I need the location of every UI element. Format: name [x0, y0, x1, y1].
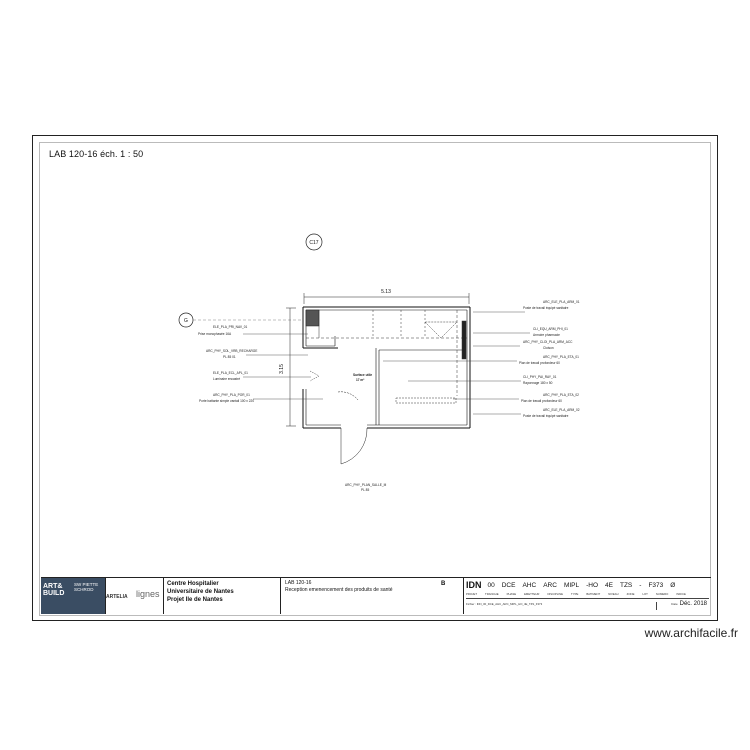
code-c9: -	[639, 581, 642, 589]
right-note-3-code: ARC_PHY_PLA_ETA_01	[543, 355, 579, 359]
artelia-logo: ARTELIA	[106, 594, 128, 600]
room-label-line2: 17 m²	[356, 378, 364, 382]
room-below-line1: ARC_PHY_PLAN_SALLE_M	[345, 483, 387, 487]
code-label: PROJET	[466, 592, 478, 596]
document-code-row: IDN 00 DCE AHC ARC MIPL -HO 4E TZS - F37…	[466, 580, 709, 590]
left-note-3-text: Porte battante simple vantail 100 x 220	[199, 399, 254, 403]
drawing-title: Reception emenencement des produits de s…	[285, 587, 393, 593]
dimension-width-label: 5.13	[381, 289, 391, 295]
left-note-1-code: ARC_PHY_SOL_VRB_RECHARGE	[206, 349, 257, 353]
right-note-6-text: Poste de travail équipé sanitaire	[523, 414, 569, 418]
grid-marker-top-label: C17	[309, 240, 318, 246]
code-label: EMETTEUR	[524, 592, 540, 596]
code-label: PHASE	[506, 592, 517, 596]
code-c1: 00	[487, 581, 495, 589]
code-label: LOT	[642, 592, 648, 596]
code-c10: F373	[648, 581, 664, 589]
code-label: TYPE	[571, 592, 579, 596]
left-note-3-code: ARC_PHY_PLA_POR_01	[213, 393, 250, 397]
door-swing	[337, 391, 368, 465]
code-c2: DCE	[501, 581, 516, 589]
drawing-block: LAB 120-16 Reception emenencement des pr…	[281, 578, 461, 614]
code-label: TRANCHE	[485, 592, 499, 596]
right-note-4-code: CLI_PHY_PAI_RAY_01	[523, 375, 557, 379]
client-line2: Universitaire de Nantes	[167, 589, 234, 595]
right-note-1-text: Armoire pharmacie	[533, 333, 560, 337]
sheet-title: LAB 120-16 éch. 1 : 50	[49, 149, 144, 159]
furniture	[305, 309, 467, 404]
dimension-height-label: 3.15	[279, 364, 285, 374]
right-note-0-code: ARC_ELE_PLA_ARM_01	[543, 300, 580, 304]
date-label: Date	[671, 602, 678, 606]
code-c4: ARC	[543, 581, 557, 589]
code-c6: -HO	[586, 581, 599, 589]
right-note-4-text: Rayonnage 180 x 50	[523, 381, 553, 385]
lignes-logo: lignes	[136, 589, 160, 599]
right-annotations: ARC_ELE_PLA_ARM_01 Poste de travail équi…	[383, 300, 580, 418]
title-block: ART& BUILD SW PIETTE SCHROD ARTELIA lign…	[41, 577, 711, 615]
code-c11: Ø	[670, 581, 676, 589]
artbuild-logo: ART& BUILD SW PIETTE SCHROD	[41, 578, 106, 614]
right-note-5-text: Plan de travail profondeur 60	[521, 399, 562, 403]
right-note-6-code: ARC_ELE_PLA_ARM_02	[543, 408, 580, 412]
left-note-0-text: Prise monophasée 16A	[198, 332, 232, 336]
date-value: Déc. 2018	[679, 601, 707, 607]
code-labels-row: PROJET TRANCHE PHASE EMETTEUR DISCIPLINE…	[466, 592, 709, 599]
left-note-2-code: ELE_PLA_ECL_APL_01	[213, 371, 248, 375]
code-c8: TZS	[619, 581, 633, 589]
sheet-inner-frame	[39, 142, 711, 616]
logo-swr-text: SW PIETTE SCHROD	[74, 582, 99, 592]
grid-marker-left: G	[178, 312, 301, 328]
code-label: NIVEAU	[608, 592, 619, 596]
code-label: BATIMENT	[586, 592, 601, 596]
code-c5: MIPL	[563, 581, 580, 589]
room-walls	[302, 306, 471, 429]
client-line1: Centre Hospitalier	[167, 581, 219, 587]
dimension-width: 5.13	[303, 289, 470, 304]
floor-plan: C17 G 5.13 3.15	[178, 233, 580, 492]
code-c3: AHC	[522, 581, 537, 589]
client-block: Centre Hospitalier Universitaire de Nant…	[163, 578, 281, 614]
file-name: Fichier : IDN_00_DCE_AHC_ARC_MIPL_HO_4E_…	[466, 602, 657, 610]
left-note-0-code: ELE_PLA_PRI_NAV_01	[213, 325, 248, 329]
document-code-block: IDN 00 DCE AHC ARC MIPL -HO 4E TZS - F37…	[463, 578, 711, 614]
left-note-1-text: PL 85 01	[223, 355, 236, 359]
grid-marker-top: C17	[305, 233, 323, 251]
watermark-link[interactable]: www.archifacile.fr	[644, 626, 738, 640]
drawing-index: B	[441, 581, 446, 587]
right-note-2-text: Cloison	[543, 346, 554, 350]
code-label: NUMERO	[655, 592, 669, 596]
right-note-0-text: Poste de travail équipé sanitaire	[523, 306, 569, 310]
code-label: DISCIPLINE	[547, 592, 563, 596]
grid-marker-left-label: G	[184, 318, 188, 324]
right-note-2-code: ARC_PHY_CLOI_PLA_ARM_ACC	[523, 340, 573, 344]
code-label: INDICE	[676, 592, 686, 596]
right-note-5-code: ARC_PHY_PLA_ETA_02	[543, 393, 579, 397]
room-label-line1: Surface utile	[353, 373, 372, 377]
code-c7: 4E	[605, 581, 613, 589]
left-note-2-text: Luminaire encastré	[213, 377, 240, 381]
code-idn: IDN	[466, 580, 482, 590]
drawing-sheet: LAB 120-16 éch. 1 : 50 C17 G 5.13 3.15	[32, 135, 718, 621]
left-annotations: ELE_PLA_PRI_NAV_01 Prise monophasée 16A …	[198, 325, 323, 403]
right-note-1-code: CLI_EQU_ARM_PHI_01	[533, 327, 568, 331]
code-label: ZONE	[626, 592, 635, 596]
dimension-height: 3.15	[279, 307, 296, 427]
room-below-line2: PL 85	[361, 488, 369, 492]
drawing-code: LAB 120-16	[285, 580, 312, 586]
right-note-3-text: Plan de travail profondeur 60	[519, 361, 560, 365]
logo-art-text: ART& BUILD	[43, 583, 65, 597]
client-line3: Projet Ile de Nantes	[167, 597, 223, 603]
